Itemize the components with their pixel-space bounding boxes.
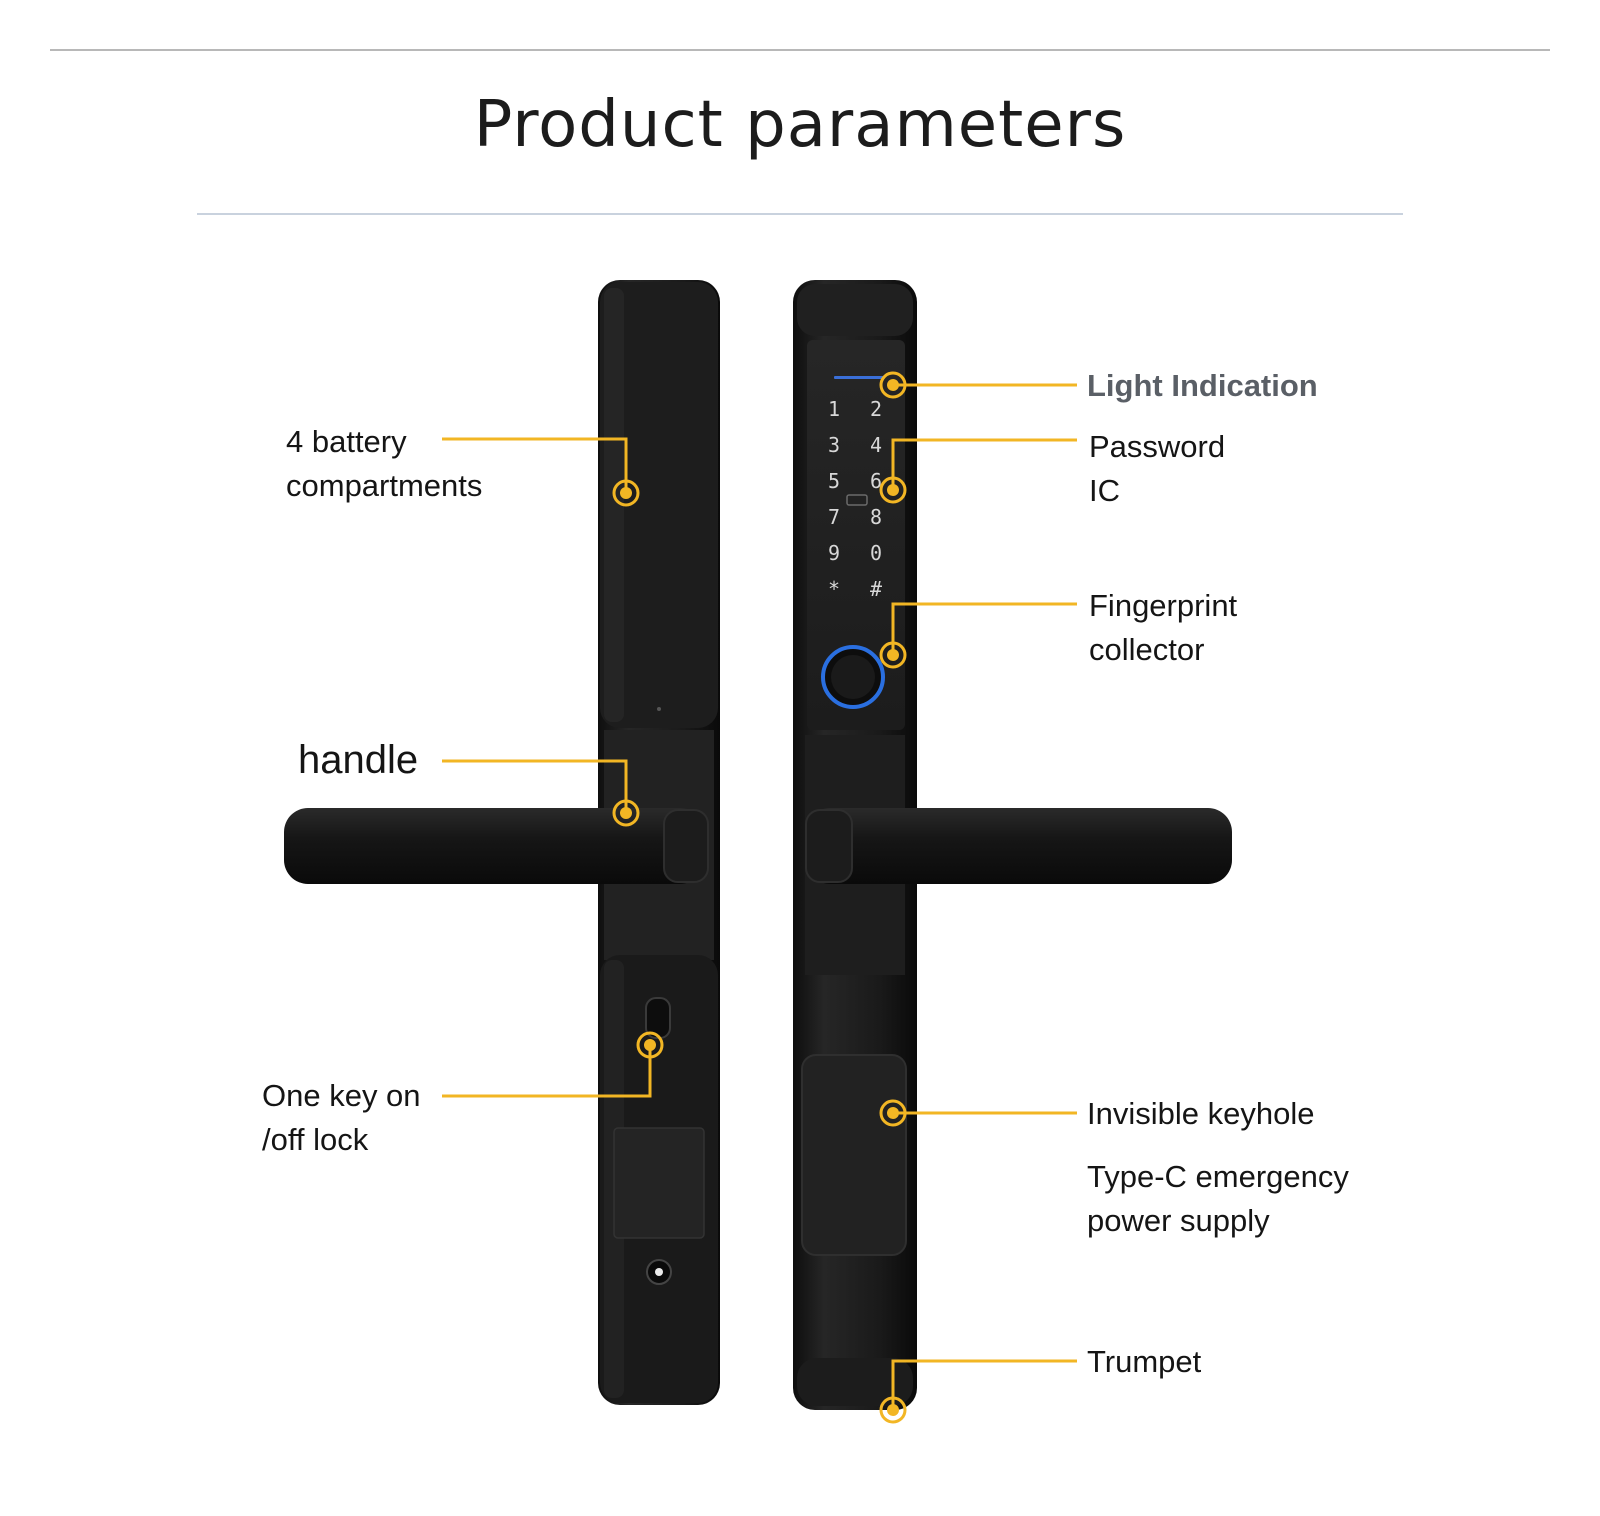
- callout-line-handle: [442, 759, 628, 813]
- label-keyhole: Invisible keyhole: [1087, 1096, 1315, 1131]
- key-hash[interactable]: #: [870, 577, 882, 601]
- key-7[interactable]: 7: [828, 505, 840, 529]
- label-battery-line1: 4 battery: [286, 424, 407, 459]
- outer-handle: [805, 808, 1232, 884]
- top-divider: [50, 49, 1550, 51]
- callout-markers: [612, 371, 907, 1424]
- key-star[interactable]: *: [828, 577, 840, 601]
- label-fingerprint-line1: Fingerprint: [1089, 588, 1238, 623]
- key-3[interactable]: 3: [828, 433, 840, 457]
- label-key-lock-line2: /off lock: [262, 1122, 369, 1157]
- label-key-lock-line1: One key on: [262, 1078, 421, 1113]
- label-typec-line2: power supply: [1087, 1203, 1270, 1238]
- keypad: 1 2 3 4 5 6 7 8 9 0 * #: [828, 397, 882, 601]
- key-6[interactable]: 6: [870, 469, 882, 493]
- inner-handle: [284, 808, 709, 884]
- page-title: Product parameters: [473, 88, 1127, 162]
- label-trumpet: Trumpet: [1087, 1344, 1202, 1379]
- callout-line-trumpet: [891, 1359, 1077, 1410]
- callout-dot-icon: [879, 641, 907, 669]
- label-handle: handle: [298, 738, 419, 782]
- callout-lines: [442, 383, 1077, 1410]
- light-indicator: [834, 376, 884, 379]
- label-battery-line2: compartments: [286, 468, 483, 503]
- label-battery: 4 battery compartments: [286, 420, 482, 508]
- callout-dot-icon: [879, 1099, 907, 1127]
- key-8[interactable]: 8: [870, 505, 882, 529]
- label-light-indication: Light Indication: [1087, 368, 1318, 403]
- key-1[interactable]: 1: [828, 397, 840, 421]
- title-underline: [197, 213, 1403, 215]
- key-0[interactable]: 0: [870, 541, 882, 565]
- key-4[interactable]: 4: [870, 433, 882, 457]
- key-5[interactable]: 5: [828, 469, 840, 493]
- callout-dot-icon: [612, 479, 640, 507]
- key-2[interactable]: 2: [870, 397, 882, 421]
- label-password-line2: IC: [1089, 473, 1120, 508]
- callout-dot-icon: [879, 1396, 907, 1424]
- key-9[interactable]: 9: [828, 541, 840, 565]
- keypad-panel: [807, 340, 905, 730]
- callout-line-key-lock: [442, 1045, 652, 1098]
- callout-line-fingerprint: [891, 602, 1077, 655]
- callout-line-battery: [442, 437, 628, 493]
- keyhole-cover: [801, 1054, 907, 1256]
- callout-dot-icon: [636, 1031, 664, 1059]
- callout-dot-icon: [612, 799, 640, 827]
- battery-door: [613, 1127, 705, 1239]
- card-reader-icon: [846, 494, 868, 506]
- battery-cover: [600, 282, 718, 728]
- label-fingerprint-line2: collector: [1089, 632, 1205, 667]
- label-password-line1: Password: [1089, 429, 1226, 464]
- label-typec: Type-C emergency power supply: [1087, 1155, 1349, 1243]
- label-fingerprint: Fingerprint collector: [1089, 584, 1237, 672]
- callout-line-password: [891, 438, 1077, 490]
- label-typec-line1: Type-C emergency: [1087, 1159, 1349, 1194]
- callout-dot-icon: [879, 476, 907, 504]
- label-password: Password IC: [1089, 425, 1225, 513]
- callout-dot-icon: [879, 371, 907, 399]
- label-key-lock: One key on /off lock: [262, 1074, 421, 1162]
- inner-lock-body: [598, 280, 720, 1405]
